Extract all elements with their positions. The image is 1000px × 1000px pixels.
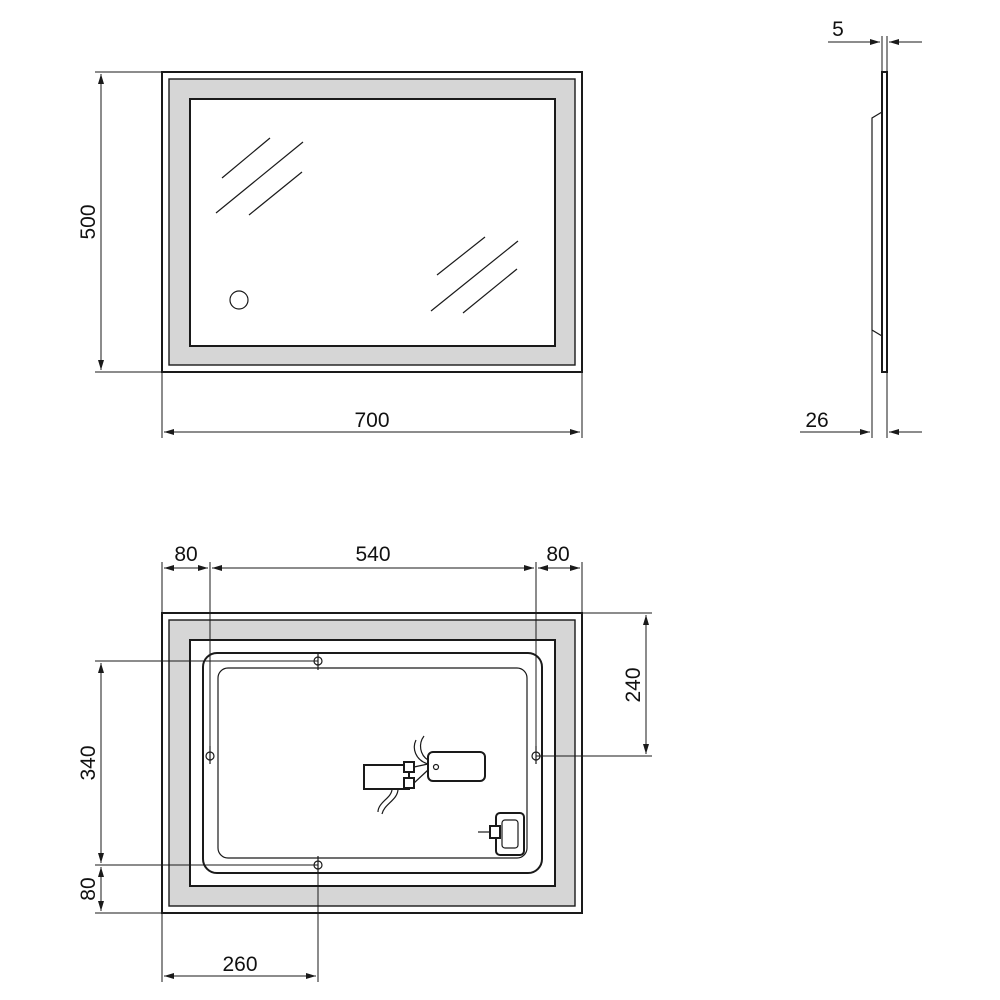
side-view: 5 26 xyxy=(800,18,922,438)
front-width-label: 700 xyxy=(354,409,389,432)
glass-reflection-lines xyxy=(215,137,519,314)
side-backing-profile xyxy=(871,111,883,337)
glass-thickness-label: 5 xyxy=(832,18,844,41)
right-margin-label: 80 xyxy=(546,543,569,566)
led-driver-icon xyxy=(413,735,486,782)
total-depth-dimension: 26 xyxy=(800,330,922,438)
glass-thickness-dimension: 5 xyxy=(828,18,922,72)
front-height-label: 500 xyxy=(77,204,100,239)
front-height-dimension: 500 xyxy=(77,71,162,373)
hole-spacing-label: 540 xyxy=(355,543,390,566)
sensor-switch-icon xyxy=(478,812,525,856)
terminal-block-icon xyxy=(363,761,429,815)
front-glass-panel xyxy=(189,98,556,347)
front-width-dimension: 700 xyxy=(161,372,583,438)
vertical-hole-spacing-label: 340 xyxy=(77,745,100,780)
back-bottom-dimension: 260 xyxy=(161,865,319,982)
back-right-dimension: 240 xyxy=(536,612,652,757)
back-view: 80 540 80 240 340 80 260 xyxy=(77,543,652,982)
back-left-dimensions: 340 80 xyxy=(77,660,318,914)
side-glass-profile xyxy=(881,71,888,373)
front-view: 500 700 xyxy=(77,71,583,438)
left-margin-label: 80 xyxy=(174,543,197,566)
back-plate-recess xyxy=(217,667,528,859)
back-top-dimensions: 80 540 80 xyxy=(161,543,583,756)
touch-switch-icon xyxy=(229,290,249,310)
bottom-hole-offset-label: 260 xyxy=(222,953,257,976)
side-hole-height-label: 240 xyxy=(622,667,645,702)
total-depth-label: 26 xyxy=(805,409,828,432)
bottom-margin-label: 80 xyxy=(77,877,100,900)
back-mounting-plate xyxy=(202,652,543,874)
